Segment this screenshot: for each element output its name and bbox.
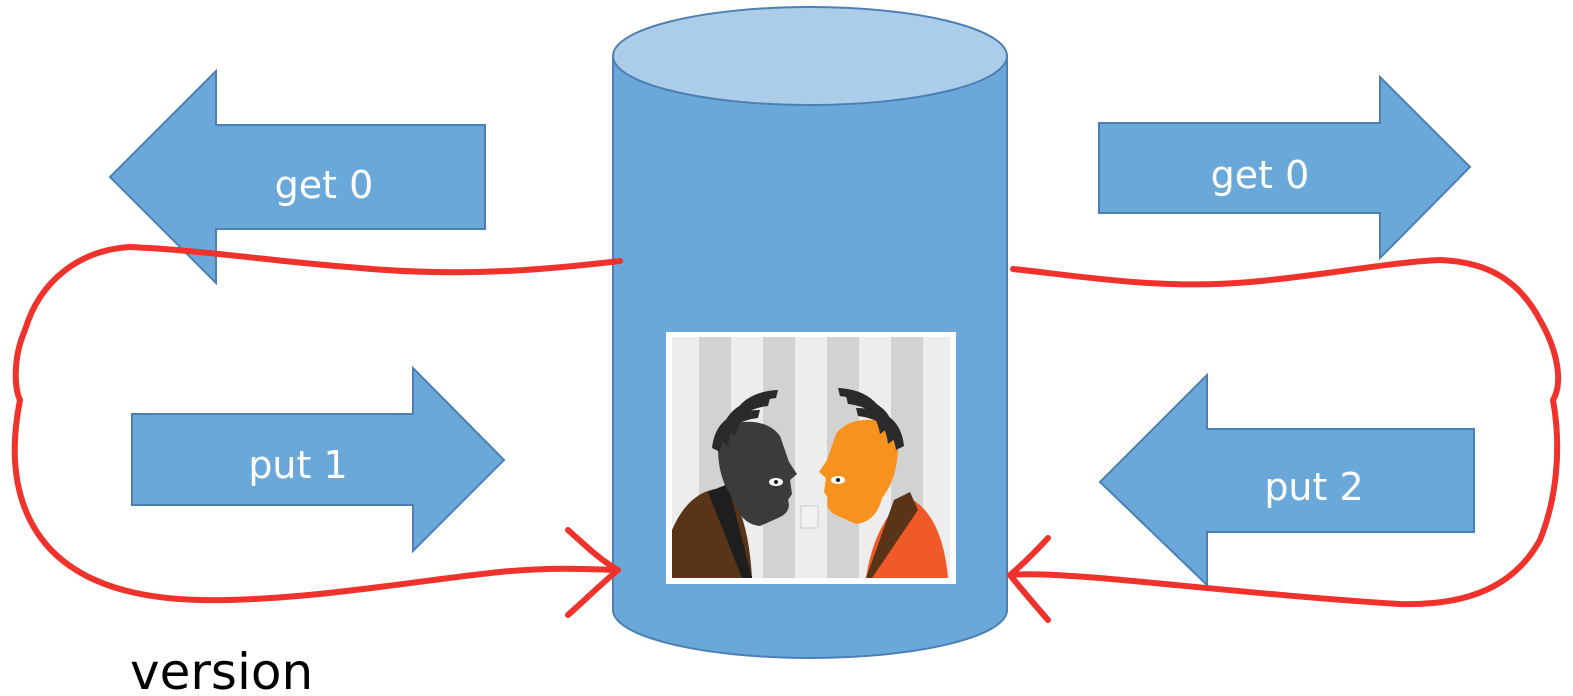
right-conflict-loop xyxy=(1007,257,1562,623)
right-loop-line xyxy=(1007,257,1562,608)
right-put-arrow-shape xyxy=(1098,372,1475,588)
left-put-arrow: put 1 xyxy=(131,365,506,554)
left-get-arrow-shape xyxy=(108,68,486,286)
right-get-arrow-shape xyxy=(1098,74,1472,261)
right-loop-arrowhead xyxy=(1007,535,1051,623)
left-get-arrow-label: get 0 xyxy=(275,163,374,207)
right-put-arrow-label: put 2 xyxy=(1264,465,1363,509)
left-get-arrow: get 0 xyxy=(108,68,486,286)
right-get-arrow: get 0 xyxy=(1098,74,1472,261)
left-put-arrow-label: put 1 xyxy=(248,443,347,487)
version-caption: version xyxy=(130,643,313,696)
left-loop-line xyxy=(11,244,623,604)
cylinder-top xyxy=(612,6,1008,106)
right-get-arrow-label: get 0 xyxy=(1211,153,1310,197)
two-faces-icon xyxy=(666,332,956,584)
left-conflict-loop xyxy=(11,244,623,618)
left-put-arrow-shape xyxy=(131,365,506,554)
right-put-arrow: put 2 xyxy=(1098,372,1475,588)
left-loop-arrowhead xyxy=(565,527,621,618)
